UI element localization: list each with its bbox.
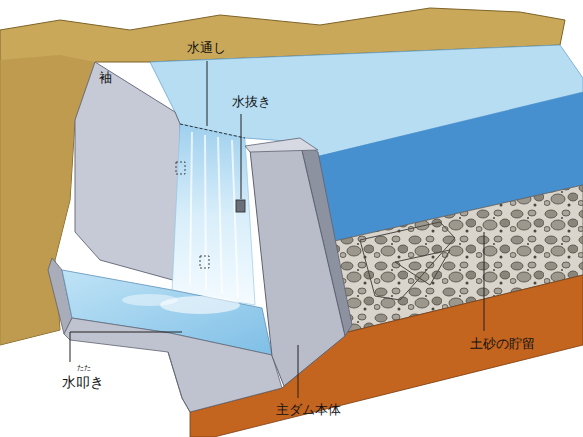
apron-front <box>64 318 282 412</box>
part-label: 主ダム本体 <box>276 402 341 418</box>
part-label: 土砂の貯留 <box>470 336 535 352</box>
drain-hole <box>236 200 245 212</box>
waterfall <box>172 124 255 305</box>
leader-line <box>70 332 182 362</box>
drain-hole <box>200 256 209 268</box>
leader-line <box>298 345 299 398</box>
leader-line <box>207 61 208 126</box>
part-label: 水抜き <box>232 94 271 110</box>
foam <box>122 294 178 306</box>
waterfall-streaks <box>190 132 238 298</box>
leader-line <box>484 232 485 331</box>
dam-top <box>245 138 318 152</box>
hidden-foundation <box>360 222 455 300</box>
apron-sill <box>168 352 190 412</box>
drain-hole <box>176 162 185 174</box>
part-label: 袖 <box>99 70 112 86</box>
part-label: 水叩き <box>62 374 104 391</box>
notch-edge <box>180 124 245 138</box>
part-label: 水通し <box>187 40 226 56</box>
leader-lines <box>70 61 484 398</box>
leader-line <box>241 114 242 199</box>
part-label: たた <box>77 364 91 372</box>
dam-wing <box>75 62 180 282</box>
